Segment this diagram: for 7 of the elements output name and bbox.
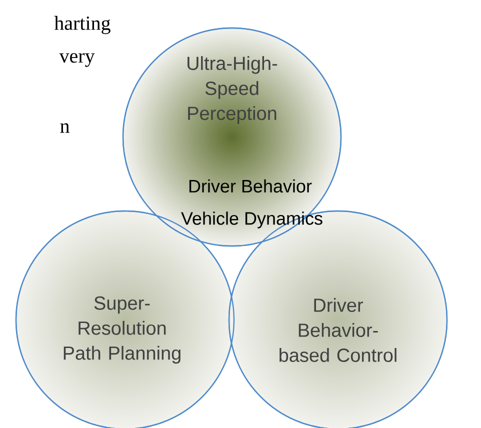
- overlap-label: Driver Behavior: [189, 179, 312, 193]
- node-label: Ultra-High-Speed Perception: [188, 56, 278, 124]
- text-fragment: harting: [54, 16, 110, 34]
- node-label: Super-Resolution Path Planning: [64, 296, 180, 364]
- node-label: Driver Behavior-based Control: [280, 298, 396, 362]
- text-fragment: n: [60, 123, 70, 133]
- text-fragment: very: [59, 53, 95, 67]
